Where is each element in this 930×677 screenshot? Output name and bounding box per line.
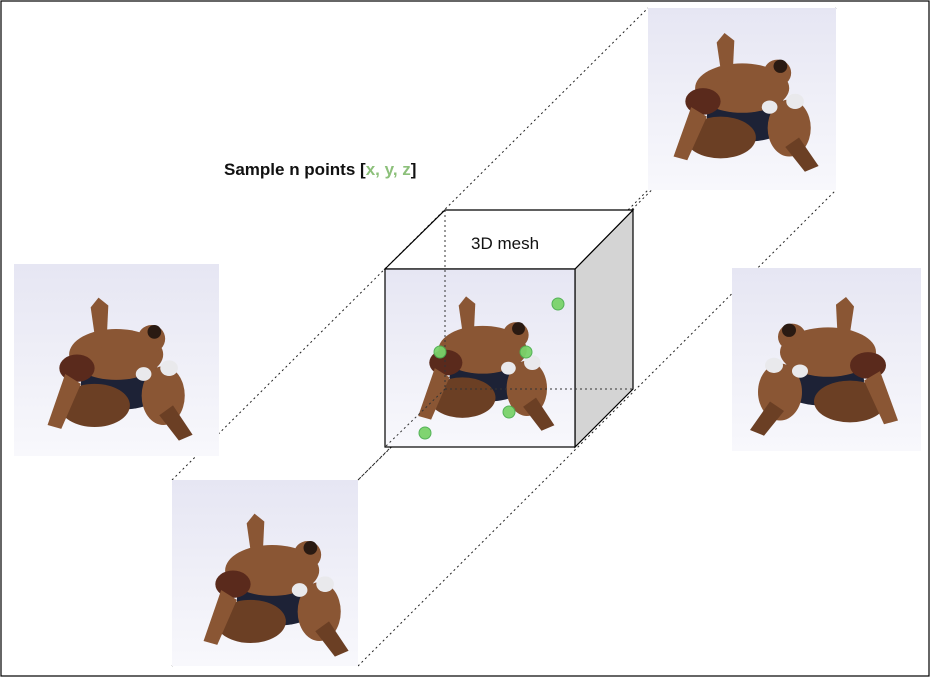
title-suffix: ] (411, 160, 417, 179)
coord-y: y (385, 160, 395, 179)
sample-point (551, 297, 565, 311)
sample-points-title: Sample n points [x, y, z] (224, 160, 416, 179)
view-image-right (732, 268, 921, 451)
cube-hidden-edge (384, 388, 446, 448)
mesh-cube: 3D mesh (383, 208, 635, 449)
sample-point (502, 405, 516, 419)
coord-sep: , (393, 160, 402, 179)
view-image-bottom (172, 480, 358, 666)
title-prefix: Sample n points [ (224, 160, 366, 179)
sample-point (433, 345, 447, 359)
coord-z: z (402, 160, 411, 179)
mesh-label: 3D mesh (471, 234, 539, 253)
sample-point (519, 345, 533, 359)
view-image-left (14, 264, 219, 456)
sample-points (418, 297, 565, 440)
coord-x: x (366, 160, 376, 179)
coord-sep: , (375, 160, 384, 179)
sample-point (418, 426, 432, 440)
view-image-top-right (648, 8, 836, 190)
